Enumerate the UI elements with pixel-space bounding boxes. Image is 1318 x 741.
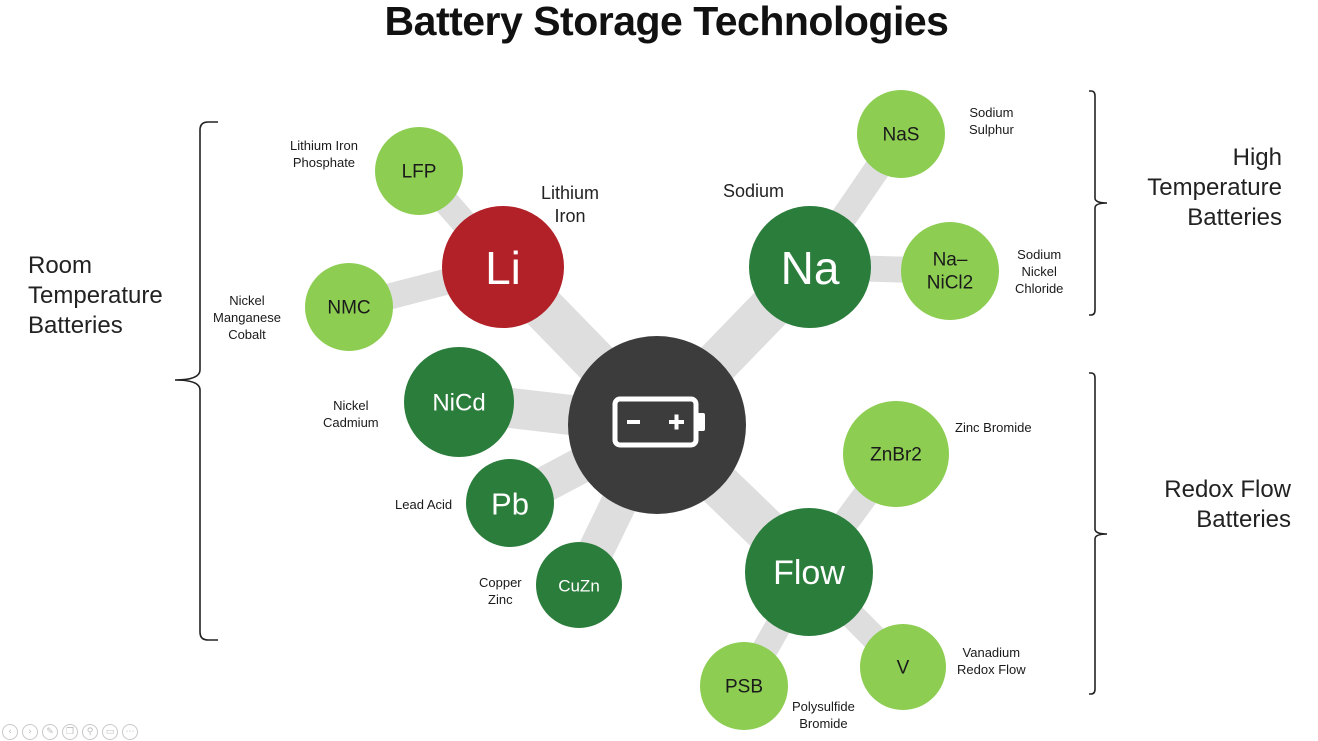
psb-desc-line2: Bromide xyxy=(799,716,848,731)
redox-flow-bracket xyxy=(1089,372,1108,695)
nicd-description: Nickel Cadmium xyxy=(323,397,379,431)
cuzn-desc-line2: Zinc xyxy=(488,592,513,607)
lithium-label: Lithium Iron xyxy=(541,182,599,228)
previous-icon[interactable]: ‹ xyxy=(2,724,18,740)
nas-desc-line2: Sulphur xyxy=(969,122,1014,137)
room-line3: Batteries xyxy=(28,312,123,339)
nanicl2-desc-line1: Sodium xyxy=(1017,247,1062,262)
room-line1: Room xyxy=(28,252,93,279)
psb-description: Polysulfide Bromide xyxy=(792,698,855,732)
lfp-desc-line1: Lithium Iron xyxy=(290,138,358,153)
redox-flow-group-label: Redox Flow Batteries xyxy=(1164,475,1291,535)
pb-description: Lead Acid xyxy=(395,497,453,512)
lfp-description: Lithium Iron Phosphate xyxy=(290,137,358,171)
sodium-node xyxy=(749,206,871,328)
sodium-symbol: Na xyxy=(781,242,840,294)
pb-symbol: Pb xyxy=(491,487,529,522)
battery-icon xyxy=(612,396,705,448)
high-temperature-group-label: High Temperature Batteries xyxy=(1147,143,1282,233)
nanicl2-desc-line3: Chloride xyxy=(1015,281,1064,296)
lithium-symbol: Li xyxy=(485,242,521,294)
lfp-symbol: LFP xyxy=(402,162,437,183)
next-icon[interactable]: › xyxy=(22,724,38,740)
sodium-label: Sodium xyxy=(723,181,785,201)
high-line2: Temperature xyxy=(1147,174,1282,201)
nas-desc-line1: Sodium xyxy=(969,105,1014,120)
more-icon[interactable]: ⋯ xyxy=(122,724,138,740)
redox-line1: Redox Flow xyxy=(1164,476,1291,503)
v-desc-line1: Vanadium xyxy=(962,645,1021,660)
v-node xyxy=(860,624,946,710)
nicd-node xyxy=(404,347,514,457)
znbr2-node xyxy=(843,401,949,507)
nanicl2-node xyxy=(901,222,999,320)
room-temp-bracket xyxy=(174,121,218,641)
nmc-desc-line3: Cobalt xyxy=(228,327,266,342)
nicd-desc-line2: Cadmium xyxy=(323,415,379,430)
flow-symbol: Flow xyxy=(773,554,845,592)
subtitles-icon[interactable]: ▭ xyxy=(102,724,118,740)
psb-symbol: PSB xyxy=(725,677,763,698)
pb-node xyxy=(466,459,554,547)
room-temperature-group-label: Room Temperature Batteries xyxy=(28,251,163,341)
copy-icon[interactable]: ❐ xyxy=(62,724,78,740)
nmc-node xyxy=(305,263,393,351)
lfp-node xyxy=(375,127,463,215)
lithium-label-line2: Iron xyxy=(554,206,586,226)
nanicl2-symbol-line1: Na– xyxy=(933,250,968,271)
lithium-label-line1: Lithium xyxy=(541,183,600,203)
center-hub xyxy=(568,336,746,514)
redox-line2: Batteries xyxy=(1196,506,1291,533)
znbr2-symbol: ZnBr2 xyxy=(870,445,922,466)
pen-icon[interactable]: ✎ xyxy=(42,724,58,740)
nanicl2-description: Sodium Nickel Chloride xyxy=(1015,246,1063,297)
znbr2-description: Zinc Bromide xyxy=(955,420,1032,435)
high-temp-bracket xyxy=(1089,90,1108,316)
psb-desc-line1: Polysulfide xyxy=(792,699,855,714)
v-desc-line2: Redox Flow xyxy=(957,662,1026,677)
high-line3: Batteries xyxy=(1187,204,1282,231)
flow-node xyxy=(745,508,873,636)
page-title: Battery Storage Technologies xyxy=(384,0,949,44)
cuzn-description: Copper Zinc xyxy=(479,574,522,608)
lithium-node xyxy=(442,206,564,328)
room-line2: Temperature xyxy=(28,282,163,309)
nmc-desc-line1: Nickel xyxy=(229,293,265,308)
nmc-description: Nickel Manganese Cobalt xyxy=(213,292,281,343)
zoom-icon[interactable]: ⚲ xyxy=(82,724,98,740)
nmc-desc-line2: Manganese xyxy=(213,310,281,325)
cuzn-desc-line1: Copper xyxy=(479,575,522,590)
cuzn-symbol: CuZn xyxy=(558,577,600,596)
cuzn-node xyxy=(536,542,622,628)
nmc-symbol: NMC xyxy=(327,298,370,319)
nas-symbol: NaS xyxy=(883,125,920,146)
high-line1: High xyxy=(1232,144,1282,171)
psb-node xyxy=(700,642,788,730)
nas-node xyxy=(857,90,945,178)
nanicl2-desc-line2: Nickel xyxy=(1021,264,1057,279)
nas-description: Sodium Sulphur xyxy=(969,104,1014,138)
lfp-desc-line2: Phosphate xyxy=(292,155,356,170)
nicd-symbol: NiCd xyxy=(432,390,485,417)
presentation-toolbar: ‹ › ✎ ❐ ⚲ ▭ ⋯ xyxy=(2,724,138,740)
v-description: Vanadium Redox Flow xyxy=(957,644,1026,678)
nanicl2-symbol-line2: NiCl2 xyxy=(927,273,973,294)
v-symbol: V xyxy=(897,658,910,679)
nicd-desc-line1: Nickel xyxy=(333,398,369,413)
